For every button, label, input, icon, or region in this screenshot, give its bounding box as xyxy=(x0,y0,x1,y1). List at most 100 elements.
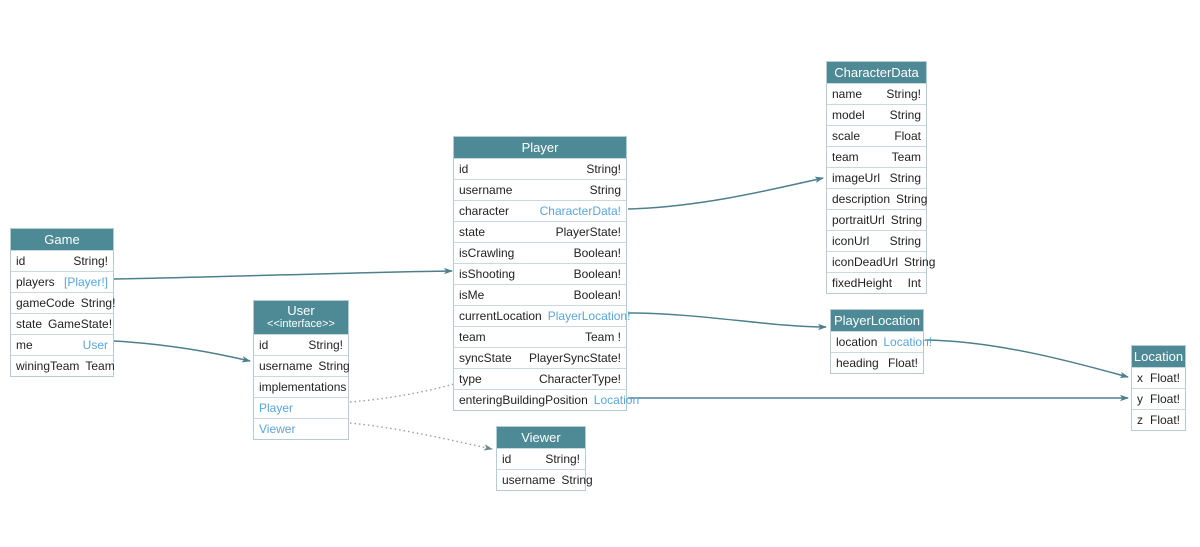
field-type: [Player!] xyxy=(63,275,108,289)
entity-header-user: User<<interface>> xyxy=(254,301,348,334)
field-name: id xyxy=(16,254,26,268)
field-type: Boolean! xyxy=(573,246,621,260)
field-type: String! xyxy=(586,162,621,176)
field-name: character xyxy=(459,204,510,218)
field-type: Team xyxy=(85,359,115,373)
field-name: state xyxy=(459,225,486,239)
field-row[interactable]: Player xyxy=(254,397,348,418)
edge-playerlocation-location-to-location xyxy=(924,339,1129,378)
field-type: Boolean! xyxy=(573,267,621,281)
field-name: fixedHeight xyxy=(832,276,893,290)
field-type: String xyxy=(589,183,621,197)
field-name: me xyxy=(16,338,33,352)
entity-header-game: Game xyxy=(11,229,113,250)
field-name: implementations xyxy=(259,380,347,394)
field-name: heading xyxy=(836,356,879,370)
entity-stereotype: <<interface>> xyxy=(267,318,335,330)
field-row[interactable]: team Team xyxy=(827,146,926,167)
field-name: imageUrl xyxy=(832,171,881,185)
field-row[interactable]: players [Player!] xyxy=(11,271,113,292)
field-row[interactable]: id String! xyxy=(454,158,626,179)
entity-header-characterdata: CharacterData xyxy=(827,62,926,83)
field-type: String! xyxy=(545,452,580,466)
field-type: String! xyxy=(308,338,343,352)
field-type: Location! xyxy=(883,335,933,349)
field-row[interactable]: Viewer xyxy=(254,418,348,439)
field-name: isShooting xyxy=(459,267,516,281)
field-name: name xyxy=(832,87,863,101)
field-name: type xyxy=(459,372,482,386)
field-name: team xyxy=(832,150,859,164)
field-name: players xyxy=(16,275,55,289)
field-type: Team xyxy=(891,150,921,164)
field-type: CharacterType! xyxy=(538,372,621,386)
field-name: id xyxy=(459,162,469,176)
field-name: scale xyxy=(832,129,861,143)
field-row[interactable]: id String! xyxy=(497,448,585,469)
entity-name: Game xyxy=(44,232,80,247)
field-name: username xyxy=(502,473,556,487)
field-type: Boolean! xyxy=(573,288,621,302)
field-row[interactable]: syncState PlayerSyncState! xyxy=(454,347,626,368)
field-row[interactable]: imageUrl String xyxy=(827,167,926,188)
field-type: PlayerSyncState! xyxy=(528,351,621,365)
field-row[interactable]: me User xyxy=(11,334,113,355)
edge-player-character-to-characterdata xyxy=(627,176,824,210)
field-name: syncState xyxy=(459,351,512,365)
field-type: String xyxy=(889,108,921,122)
field-row[interactable]: isShooting Boolean! xyxy=(454,263,626,284)
field-type: String xyxy=(890,213,923,227)
field-type: User xyxy=(82,338,108,352)
field-type: String xyxy=(889,171,921,185)
field-type: String xyxy=(318,359,350,373)
field-row[interactable]: type CharacterType! xyxy=(454,368,626,389)
field-name: id xyxy=(502,452,512,466)
entity-name: Location xyxy=(1133,349,1184,364)
field-name: Player xyxy=(259,401,294,415)
field-row[interactable]: username String xyxy=(497,469,593,490)
field-name: enteringBuildingPosition xyxy=(459,393,588,407)
field-type: String xyxy=(561,473,593,487)
entity-header-playerlocation: PlayerLocation xyxy=(831,310,923,331)
entity-header-location: Location xyxy=(1132,346,1185,367)
field-type: String xyxy=(904,255,936,269)
entity-header-player: Player xyxy=(454,137,626,158)
field-row[interactable]: implementations xyxy=(254,376,348,397)
field-name: team xyxy=(459,330,486,344)
